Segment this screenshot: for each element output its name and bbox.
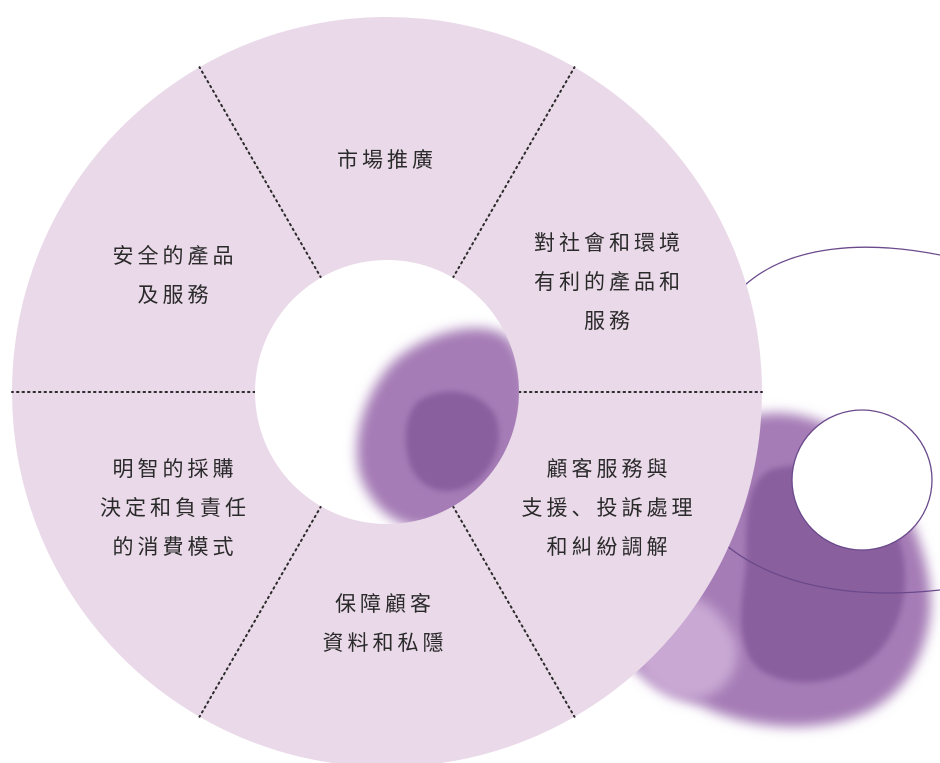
segment-label-line: 決定和負責任: [100, 496, 250, 520]
segment-label-line: 對社會和環境: [534, 231, 684, 255]
segment-label-line: 資料和私隱: [322, 631, 448, 655]
divider-line: [452, 66, 576, 279]
segment-data-privacy: 保障顧客 資料和私隱: [275, 585, 495, 663]
segment-label-line: 明智的採購: [112, 457, 238, 481]
segment-responsible-consumption: 明智的採購 決定和負責任 的消費模式: [65, 450, 285, 567]
segment-label-line: 顧客服務與: [546, 457, 672, 481]
divider-line: [198, 505, 322, 718]
segment-label-line: 服務: [584, 309, 634, 333]
accent-arc-lower: [719, 539, 940, 594]
segment-customer-service: 顧客服務與 支援、投訴處理 和糾紛調解: [499, 450, 719, 567]
accent-arc-large: [744, 246, 940, 286]
divider-line: [452, 505, 576, 718]
segment-label-line: 的消費模式: [112, 535, 238, 559]
wheel-dividers: [11, 66, 763, 718]
accent-ring-small: [791, 409, 933, 551]
segment-beneficial-products: 對社會和環境 有利的產品和 服務: [499, 224, 719, 341]
segment-label-line: 和糾紛調解: [546, 535, 672, 559]
divider-line: [198, 66, 322, 279]
segment-label-line: 有利的產品和: [534, 270, 684, 294]
segment-market-promotion: 市場推廣: [277, 141, 497, 180]
segment-label-line: 保障顧客: [335, 592, 435, 616]
segment-safe-products: 安全的產品 及服務: [65, 237, 285, 315]
watercolor-splash-center: [357, 328, 519, 524]
segment-label-line: 及服務: [137, 283, 213, 307]
segment-label-line: 支援、投訴處理: [521, 496, 697, 520]
segment-label-line: 安全的產品: [112, 244, 238, 268]
segment-label-line: 市場推廣: [337, 148, 437, 172]
